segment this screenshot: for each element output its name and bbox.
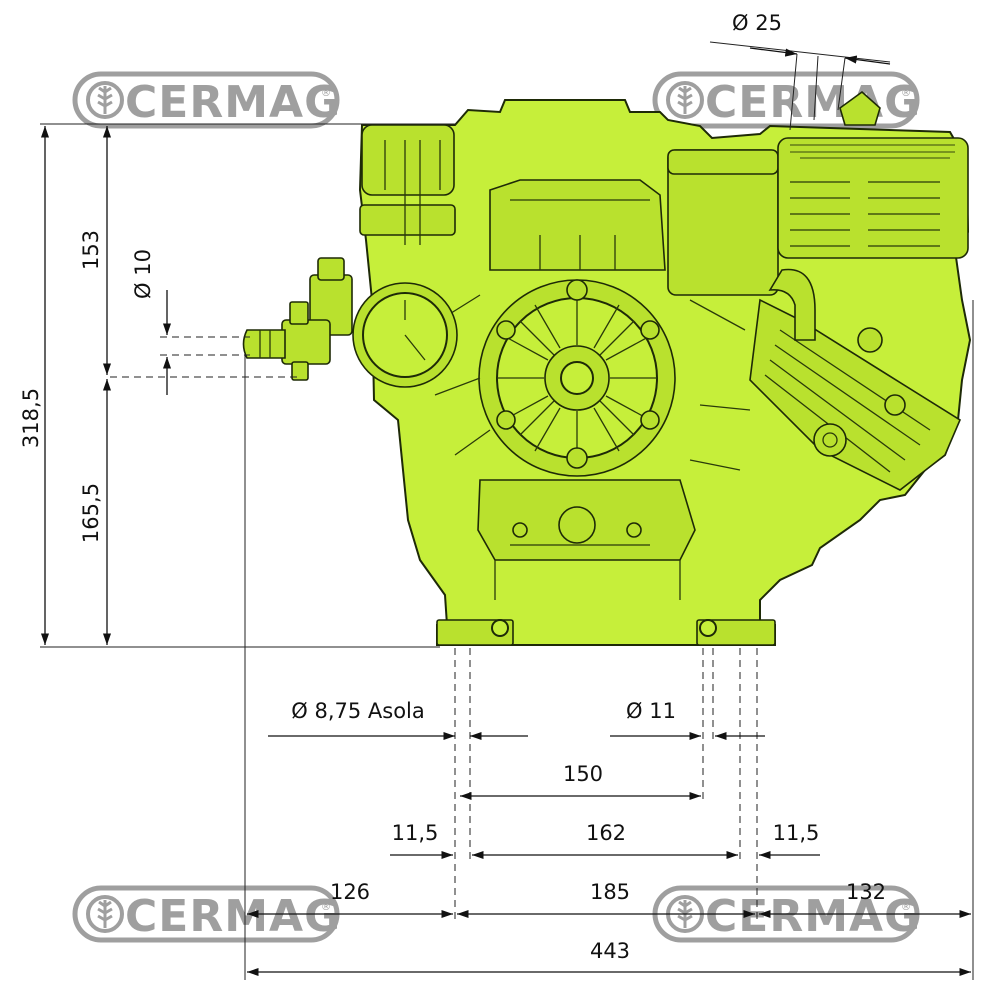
svg-text:®: ® (321, 88, 331, 99)
dim-base-width: 185 (590, 880, 630, 904)
dim-foot-span: 162 (586, 821, 626, 845)
dim-right-width: 132 (846, 880, 886, 904)
dim-hole: Ø 11 (626, 699, 676, 723)
dim-top-diameter: Ø 25 (732, 11, 782, 35)
svg-text:®: ® (321, 902, 331, 913)
dimension-lines (40, 41, 974, 980)
dim-upper-height: 153 (79, 230, 103, 270)
svg-text:CERMAG: CERMAG (125, 891, 341, 942)
watermark-logo: CERMAG ® (75, 888, 341, 942)
cooling-fins (790, 181, 940, 247)
dim-outlet-diameter: Ø 10 (131, 249, 155, 299)
dim-lower-height: 165,5 (79, 483, 103, 543)
dim-total-width: 443 (590, 939, 630, 963)
watermark-logo: CERMAG ® (655, 74, 921, 128)
motor-pump-illustration (242, 90, 972, 646)
svg-text:®: ® (901, 902, 911, 913)
pump-spokes (497, 298, 657, 458)
dim-hole-spacing: 150 (563, 762, 603, 786)
dim-slot-hole: Ø 8,75 Asola (291, 699, 425, 723)
dim-total-height: 318,5 (19, 388, 43, 448)
dim-right-offset: 11,5 (773, 821, 820, 845)
svg-text:CERMAG: CERMAG (125, 77, 341, 128)
dim-left-width: 126 (330, 880, 370, 904)
svg-text:CERMAG: CERMAG (705, 77, 921, 128)
svg-text:CERMAG: CERMAG (705, 891, 921, 942)
dim-left-offset: 11,5 (392, 821, 439, 845)
svg-text:®: ® (901, 88, 911, 99)
dimension-labels: 318,5 153 165,5 Ø 10 Ø 25 Ø 8,75 Asola Ø… (19, 11, 886, 963)
watermark-logo: CERMAG ® (75, 74, 341, 128)
